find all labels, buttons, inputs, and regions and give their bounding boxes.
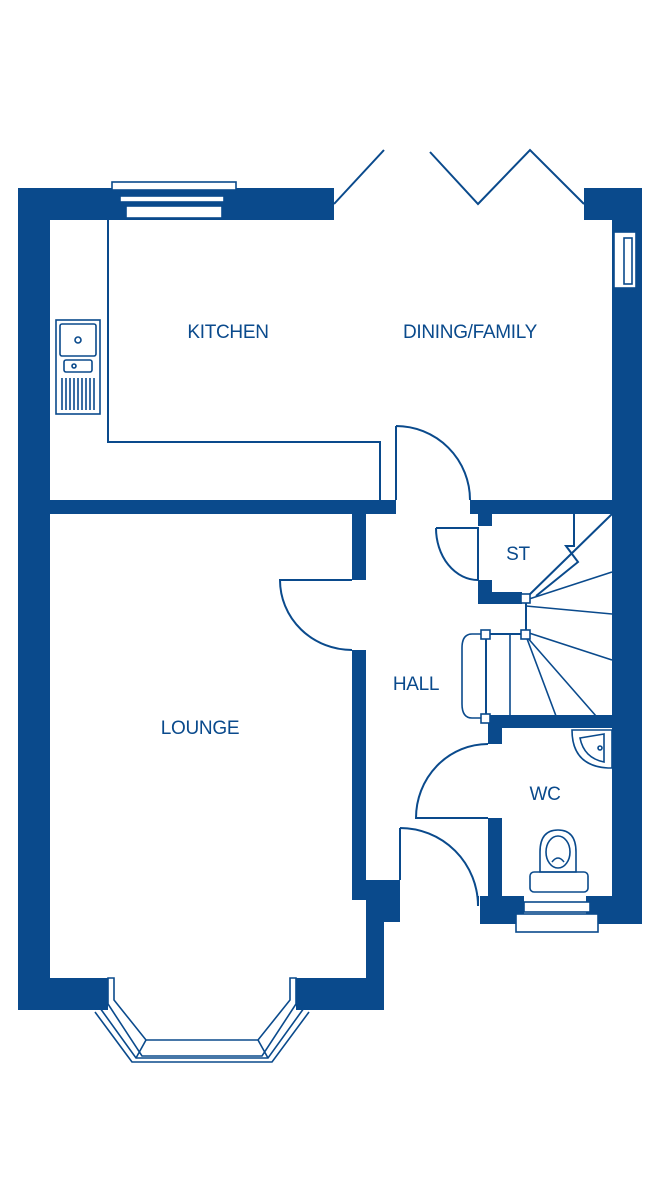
wc-label: WC — [529, 784, 560, 805]
toilet-icon — [529, 829, 589, 893]
walls — [18, 188, 642, 1010]
staircase-icon — [461, 513, 613, 724]
store-label: ST — [506, 544, 530, 565]
basin-icon — [571, 729, 613, 769]
windows — [94, 181, 637, 1063]
lounge-label: LOUNGE — [161, 718, 239, 739]
sink-icon — [55, 319, 101, 415]
room-labels: KITCHEN DINING/FAMILY ST HALL LOUNGE WC — [161, 322, 561, 805]
hall-label: HALL — [393, 674, 439, 695]
dining-family-label: DINING/FAMILY — [403, 322, 538, 343]
kitchen-label: KITCHEN — [187, 322, 268, 343]
kitchen-worktop — [55, 220, 381, 500]
doors — [278, 148, 585, 907]
